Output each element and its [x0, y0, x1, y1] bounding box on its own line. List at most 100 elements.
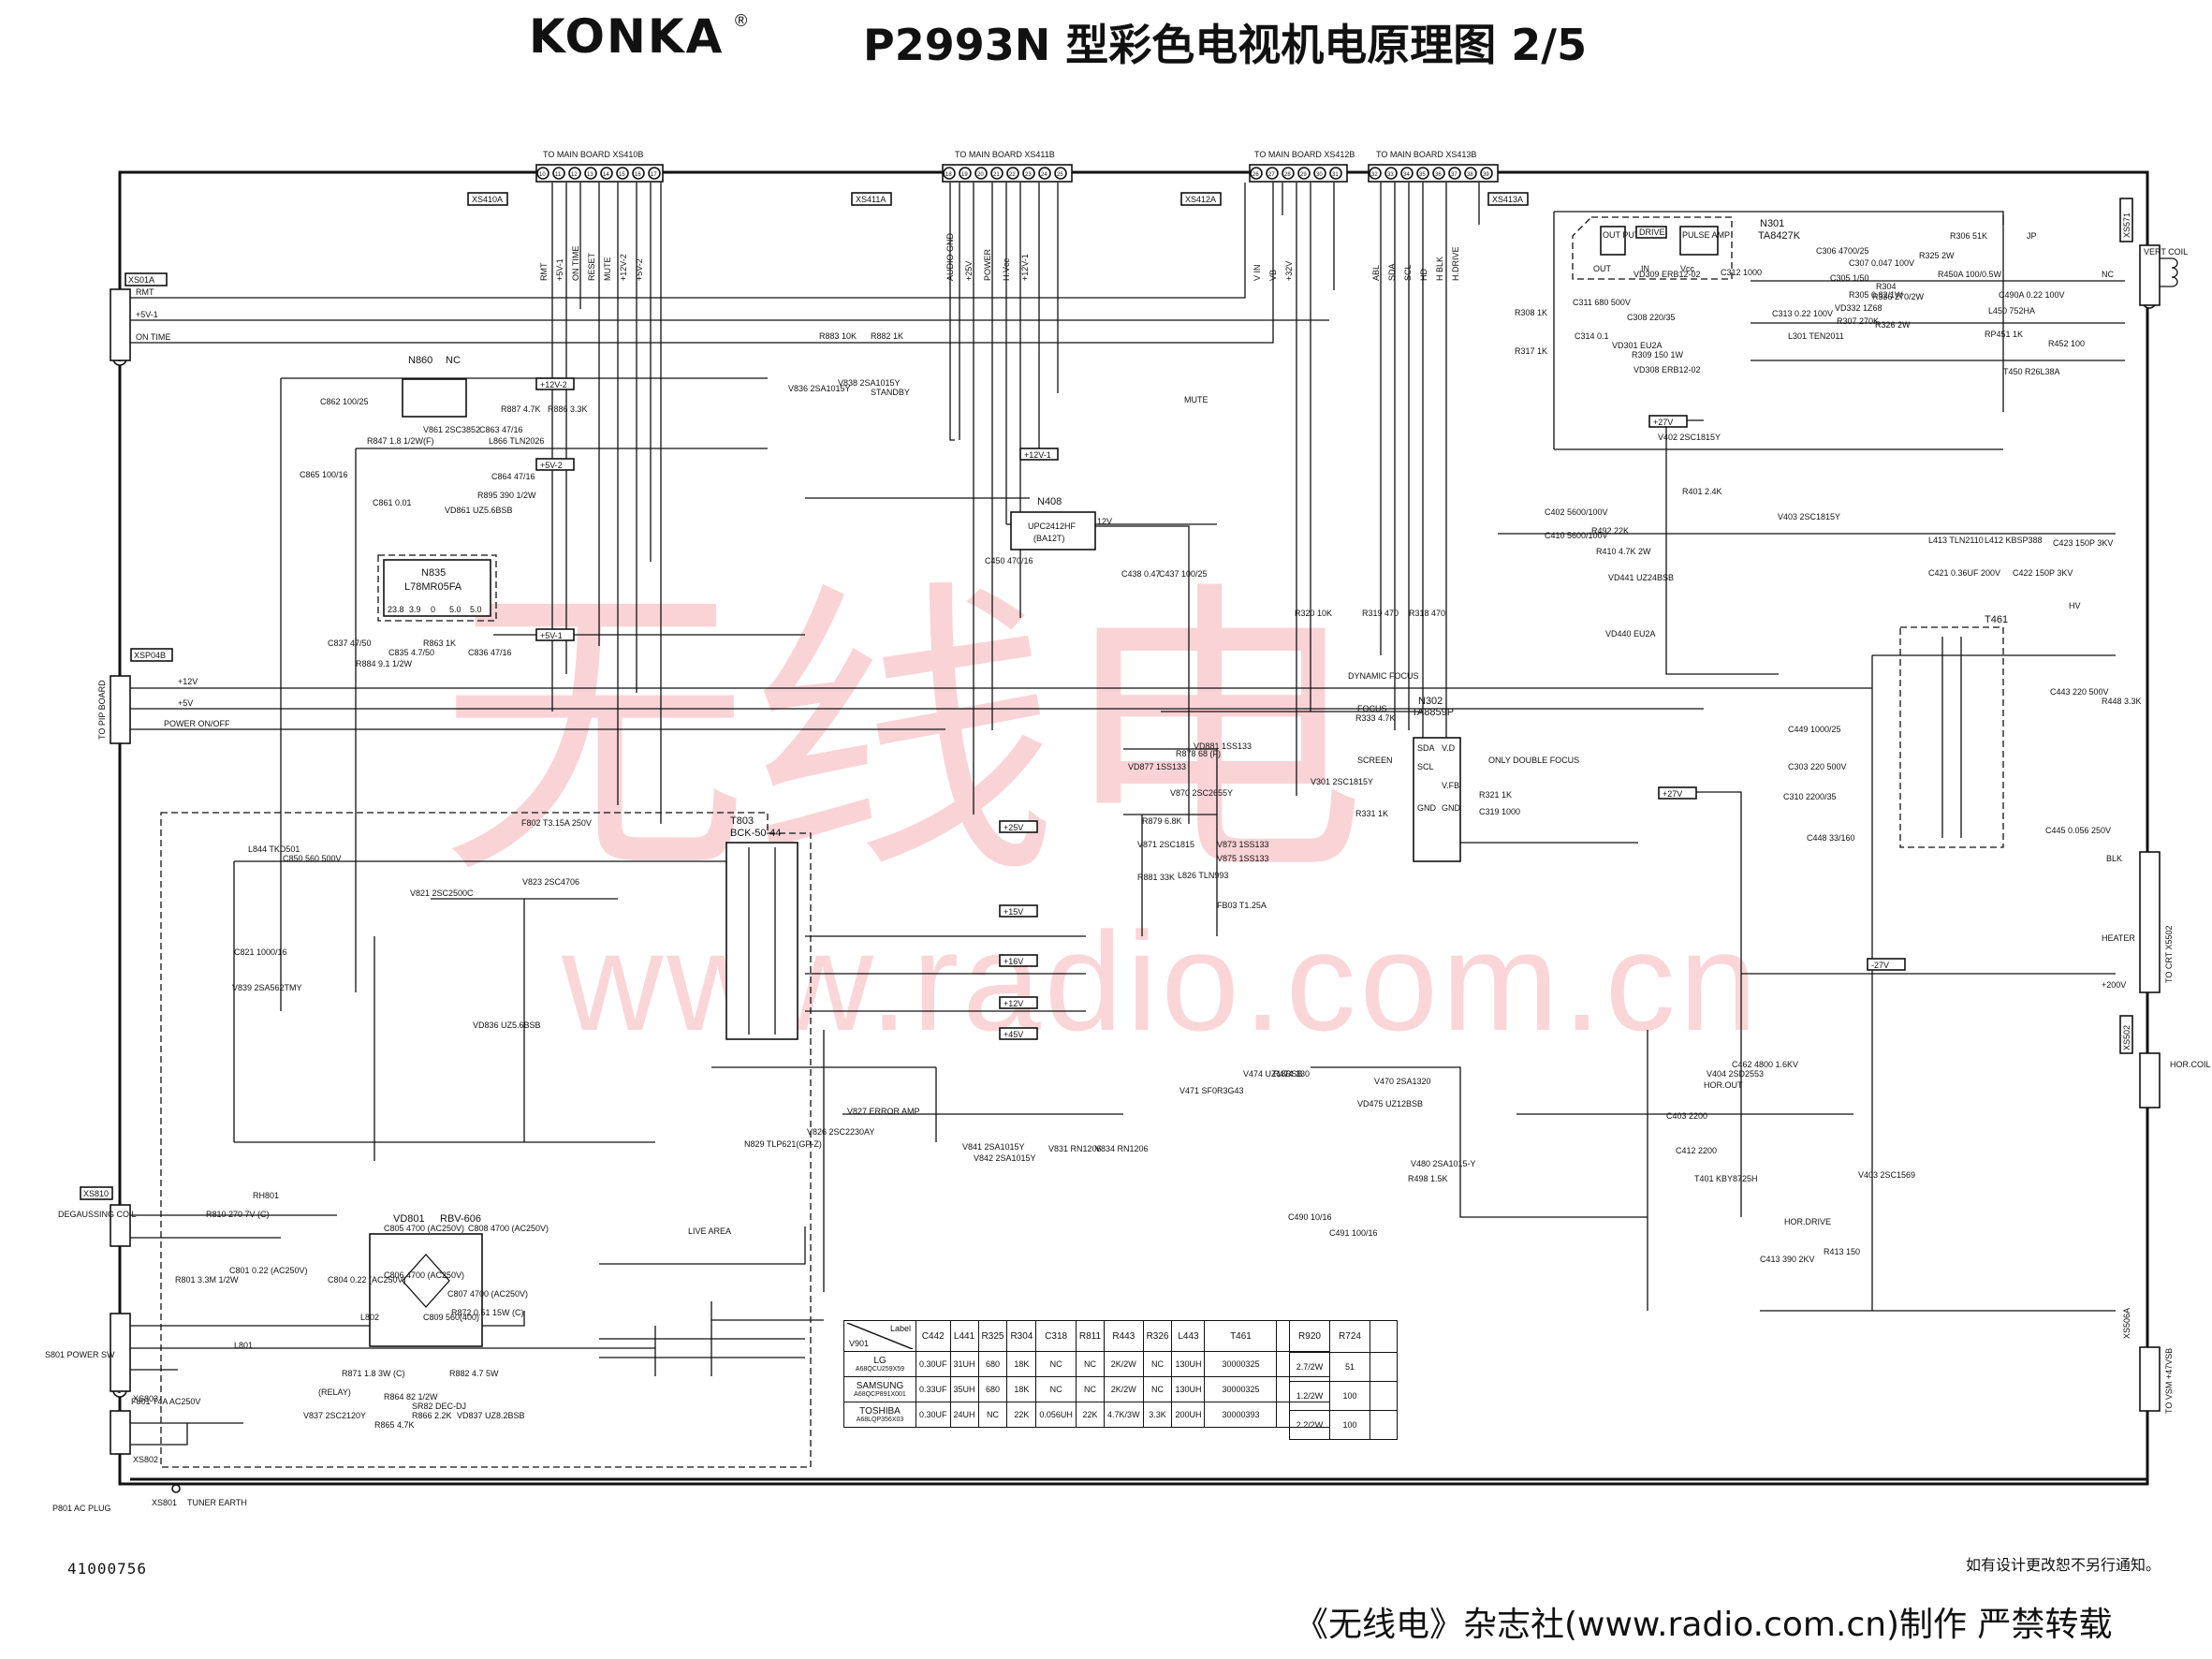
- connector-pin[interactable]: [1250, 167, 1263, 180]
- connector-pin[interactable]: [1266, 167, 1279, 180]
- component-label: C801 0.22 (AC250V): [229, 1266, 308, 1275]
- component-label: V837 2SC2120Y: [303, 1411, 366, 1420]
- connector-xs502[interactable]: XS502 HOR.COIL: [2119, 1015, 2211, 1108]
- connector-pin[interactable]: [1464, 167, 1477, 180]
- connector-pin[interactable]: [600, 167, 613, 180]
- connector-pin[interactable]: [632, 167, 645, 180]
- table-cell: 2K/2W: [1104, 1351, 1144, 1377]
- component-label: VD861 UZ5.6BSB: [445, 506, 513, 515]
- component-label: RH801: [253, 1191, 279, 1200]
- board-frame: [118, 170, 2149, 1486]
- pin-number: 22: [1009, 172, 1016, 178]
- connector-pin[interactable]: [1282, 167, 1295, 180]
- table-cell: NC: [1035, 1376, 1077, 1402]
- connector-pin[interactable]: [1006, 167, 1019, 180]
- signal-label: +5V-2: [635, 258, 644, 281]
- signal-label: +5V-1: [555, 258, 564, 281]
- connector-pin[interactable]: [552, 167, 565, 180]
- component-label: R847 1.8 1/2W(F): [367, 436, 434, 446]
- connector-pin[interactable]: [1038, 167, 1051, 180]
- component-label: R304: [1876, 282, 1897, 291]
- crt-model: A68QCP891X001: [854, 1391, 906, 1398]
- connector-xs810[interactable]: XS810: [80, 1186, 131, 1247]
- transformer-t461: T461: [1899, 614, 2008, 848]
- connector-pin[interactable]: [536, 167, 549, 180]
- connector-pin[interactable]: [1384, 167, 1398, 180]
- connector-pin[interactable]: [1022, 167, 1035, 180]
- component-label: L826 TLN993: [1178, 871, 1228, 880]
- component-label: C403 2200: [1666, 1111, 1707, 1121]
- connector-xsp04b[interactable]: XSP04B TO PIP BOARD +12V +5V POWER ON/OF…: [97, 648, 230, 744]
- component-label: C422 150P 3KV: [2013, 568, 2073, 578]
- voltage-rail-label: +16V: [1003, 957, 1023, 966]
- connector-pin[interactable]: [990, 167, 1003, 180]
- table-cell: 35UH: [949, 1376, 979, 1402]
- voltage-rail-label: -27V: [1871, 961, 1889, 970]
- connector-pin[interactable]: [1329, 167, 1342, 180]
- component-label: R309 150 1W: [1632, 350, 1684, 360]
- table-cell: 0.30UF: [916, 1351, 951, 1377]
- connector-pin[interactable]: [568, 167, 581, 180]
- signal-label: V IN: [1252, 264, 1262, 281]
- component-label: C413 390 2KV: [1760, 1255, 1815, 1264]
- connector-xs506a[interactable]: TO VSM +47VSB XS506A: [2122, 1308, 2174, 1414]
- connector-pin[interactable]: [1313, 167, 1326, 180]
- document-number: 41000756: [67, 1560, 148, 1578]
- component-label: R883 10K: [819, 331, 857, 341]
- connector-pin[interactable]: [1297, 167, 1311, 180]
- connector-pin[interactable]: [974, 167, 988, 180]
- connector-pin[interactable]: [584, 167, 597, 180]
- connector-xs571[interactable]: XS571 VERT COIL NC: [2102, 198, 2188, 306]
- voltage-rail-tag: [1019, 448, 1059, 461]
- connector-name: XS411A: [856, 195, 886, 204]
- component-label: FB03 T1.25A: [1217, 901, 1267, 910]
- connector-pin[interactable]: [1369, 167, 1382, 180]
- connector-pin[interactable]: [1432, 167, 1445, 180]
- svg-text:UPC2412HF: UPC2412HF: [1028, 521, 1077, 531]
- component-label: F801 T4A AC250V: [131, 1397, 200, 1406]
- signal-label: +12V-1: [1020, 254, 1030, 281]
- component-label: C808 4700 (AC250V): [468, 1224, 549, 1233]
- connector-xs01a[interactable]: XS01A RMT +5V-1 ON TIME: [110, 272, 170, 361]
- svg-text:TA8427K: TA8427K: [1758, 230, 1801, 242]
- connector-name: XS571: [2122, 213, 2131, 238]
- svg-text:0: 0: [431, 605, 435, 614]
- connector-pin[interactable]: [943, 167, 956, 180]
- connector-xs803[interactable]: XS803: [110, 1313, 158, 1403]
- pin-number: 33: [1387, 172, 1394, 178]
- column-header: L443: [1171, 1320, 1206, 1352]
- connector-pin[interactable]: [648, 167, 661, 180]
- connector-xs801[interactable]: XS801 TUNER EARTH: [152, 1484, 247, 1507]
- signal-label: H.DRIVE: [1451, 246, 1460, 281]
- connector-pin[interactable]: [616, 167, 629, 180]
- component-label: C445 0.056 250V: [2045, 826, 2111, 835]
- connector-pin[interactable]: [959, 167, 972, 180]
- table-cell: 22K: [1075, 1402, 1106, 1428]
- component-label: C303 220 500V: [1788, 762, 1847, 771]
- table-cell: NC: [1075, 1376, 1106, 1402]
- component-label: C421 0.36UF 200V: [1928, 568, 2000, 578]
- connector-caption: TO MAIN BOARD XS412B: [1254, 150, 1355, 159]
- connector-pin[interactable]: [1448, 167, 1461, 180]
- connector-pin[interactable]: [1400, 167, 1414, 180]
- connector-xs512[interactable]: TO CRT X5502 BLK HEATER +200V: [2102, 851, 2174, 993]
- component-label: V870 2SC2655Y: [1170, 788, 1233, 798]
- connector-xs410b[interactable]: TO MAIN BOARD XS410B XS410A: [467, 150, 664, 206]
- component-label: C443 220 500V: [2050, 687, 2109, 697]
- connector-pin[interactable]: [1054, 167, 1067, 180]
- component-label: V827 ERROR AMP: [847, 1107, 920, 1116]
- table-cell: 30000393: [1204, 1402, 1278, 1428]
- component-label: MUTE: [1184, 395, 1209, 404]
- pin-number: 31: [1332, 172, 1339, 178]
- voltage-rail-label: +5V-1: [540, 631, 563, 640]
- component-label: C805 4700 (AC250V): [384, 1224, 464, 1233]
- connector-pin[interactable]: [1416, 167, 1429, 180]
- svg-text:OUT PUT: OUT PUT: [1603, 230, 1640, 240]
- component-label: R452 100: [2048, 339, 2085, 348]
- connector-pin[interactable]: [1480, 167, 1493, 180]
- pin-number: 26: [1252, 172, 1259, 178]
- connector-xs802[interactable]: XS802: [110, 1410, 158, 1464]
- pin-number: 34: [1403, 172, 1410, 178]
- signal-label: RMT: [136, 287, 154, 297]
